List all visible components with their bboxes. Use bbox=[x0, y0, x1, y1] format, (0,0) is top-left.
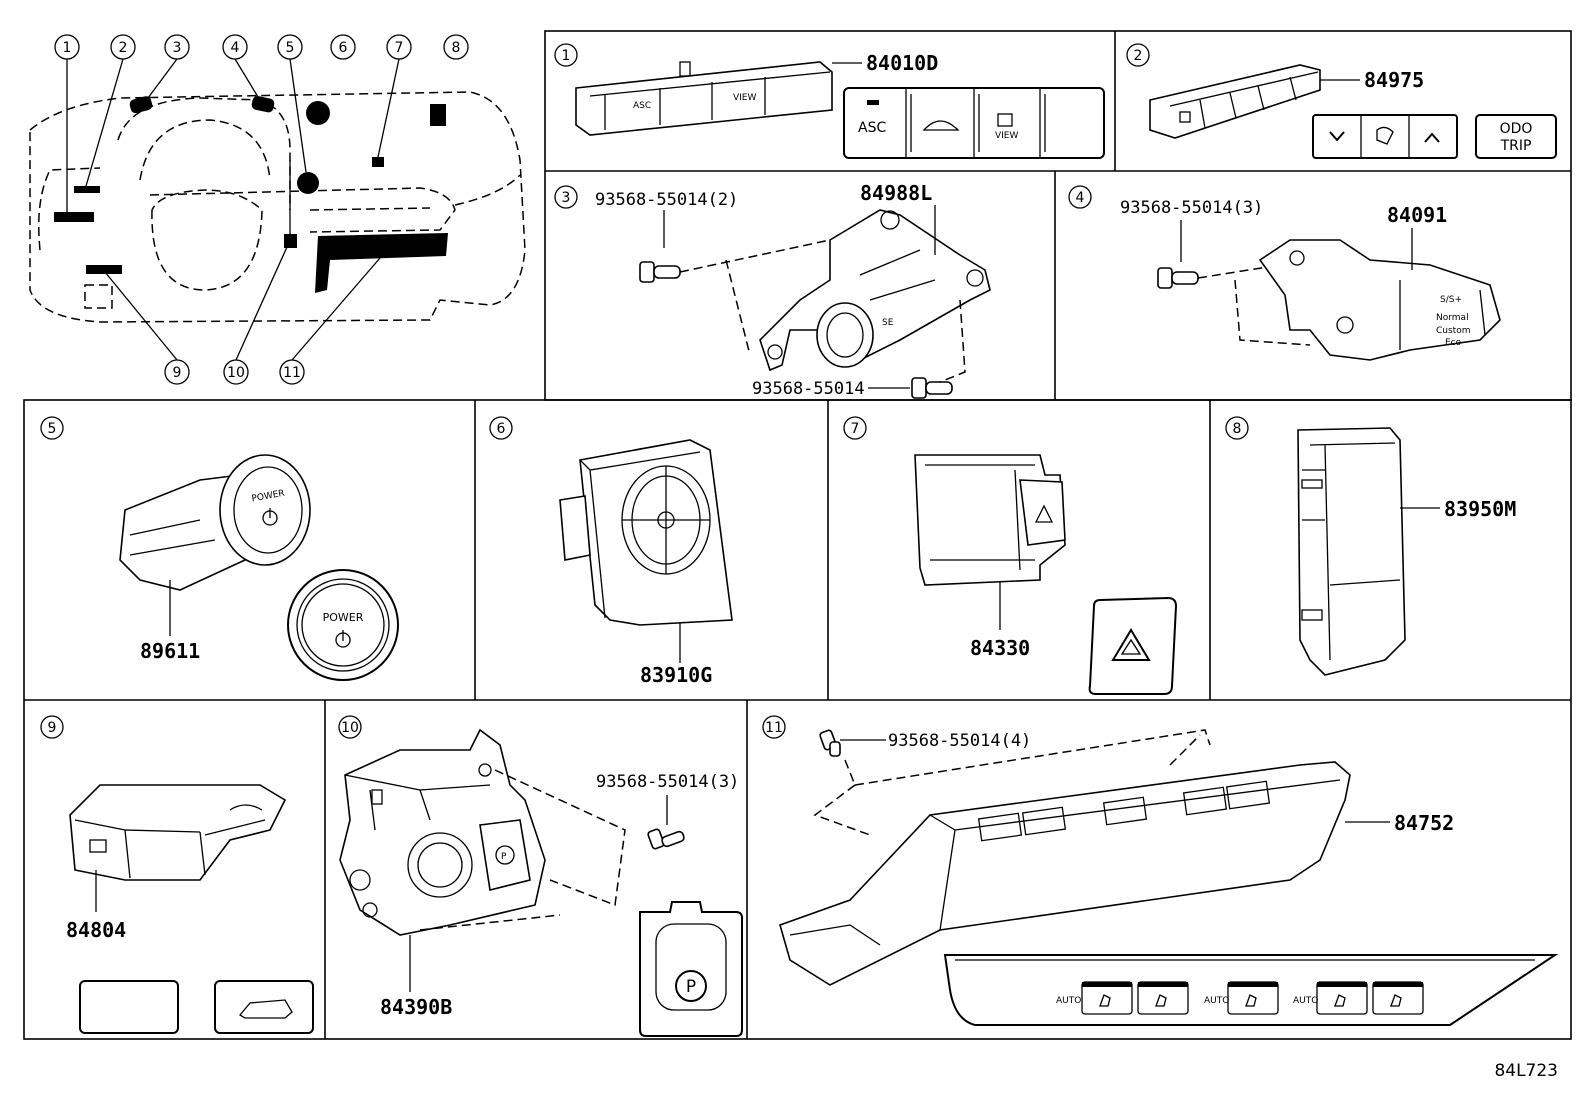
asc-label: ASC bbox=[858, 120, 886, 136]
svg-text:1: 1 bbox=[562, 48, 571, 64]
svg-text:3: 3 bbox=[562, 190, 571, 206]
part-label-93568-55014-4: 93568-55014(4) bbox=[888, 731, 1031, 751]
dashboard-overview: 1 2 3 4 5 6 7 8 9 10 11 bbox=[29, 34, 526, 385]
overview-callout-9: 9 bbox=[164, 359, 190, 385]
rear-hatch-button bbox=[214, 980, 314, 1034]
panel-2: 2 84975 ODO TRIP bbox=[1126, 43, 1557, 159]
svg-text:8: 8 bbox=[452, 40, 461, 56]
svg-text:10: 10 bbox=[341, 720, 359, 736]
svg-text:S/S+: S/S+ bbox=[1440, 295, 1462, 305]
svg-text:6: 6 bbox=[339, 40, 348, 56]
svg-text:11: 11 bbox=[765, 720, 783, 736]
seat-button-row-upper bbox=[977, 780, 1271, 842]
svg-text:8: 8 bbox=[1233, 421, 1242, 437]
overview-callout-6: 6 bbox=[330, 34, 356, 60]
svg-text:ASC: ASC bbox=[633, 101, 651, 111]
part-label-84988L: 84988L bbox=[860, 181, 932, 205]
overview-callout-7: 7 bbox=[386, 34, 412, 60]
bolt-icon bbox=[819, 729, 841, 757]
bolt-icon bbox=[911, 377, 953, 399]
svg-text:Normal: Normal bbox=[1436, 313, 1469, 323]
svg-text:AUTO: AUTO bbox=[1293, 996, 1318, 1006]
part-label-84390B: 84390B bbox=[380, 995, 452, 1019]
bolt-icon bbox=[639, 261, 681, 283]
svg-text:11: 11 bbox=[283, 365, 301, 381]
svg-text:9: 9 bbox=[48, 720, 57, 736]
seat-switch-face: AUTO AUTO AUTO bbox=[943, 954, 1559, 1026]
svg-text:POWER: POWER bbox=[323, 611, 364, 624]
panel-3: 3 93568-55014(2) 84988L SE 93568-55014 bbox=[554, 181, 991, 399]
svg-text:AUTO: AUTO bbox=[1204, 996, 1229, 1006]
panel-1: 1 ASC VIEW 84010D ASC VIEW bbox=[554, 43, 1105, 159]
panel-grid bbox=[23, 30, 1572, 1040]
svg-text:1: 1 bbox=[63, 40, 72, 56]
svg-text:VIEW: VIEW bbox=[733, 93, 756, 103]
part-label-84091: 84091 bbox=[1387, 203, 1447, 227]
part-label-93568-55014-3: 93568-55014(3) bbox=[1120, 198, 1263, 218]
svg-text:Eco: Eco bbox=[1445, 338, 1462, 348]
panel-5: 5 POWER 89611 POWER bbox=[40, 416, 399, 681]
part-label-84804: 84804 bbox=[66, 918, 126, 942]
panel-11: 11 93568-55014(4) 84752 AUTO AUT bbox=[762, 715, 1559, 1026]
svg-text:P: P bbox=[686, 977, 696, 997]
panel-9: 9 84804 bbox=[40, 715, 314, 1034]
svg-text:4: 4 bbox=[231, 40, 240, 56]
svg-text:2: 2 bbox=[1134, 48, 1143, 64]
overview-callout-10: 10 bbox=[223, 359, 249, 385]
overview-callout-3: 3 bbox=[164, 34, 190, 60]
part-label-84752: 84752 bbox=[1394, 811, 1454, 835]
part-label-89611: 89611 bbox=[140, 639, 200, 663]
overview-callouts: 1 2 3 4 5 6 7 8 9 10 11 bbox=[54, 34, 469, 385]
bolt-icon bbox=[1157, 267, 1199, 289]
panel-6: 6 83910G bbox=[489, 416, 733, 687]
svg-text:SE: SE bbox=[882, 318, 894, 328]
overview-callout-1: 1 bbox=[54, 34, 80, 60]
svg-text:4: 4 bbox=[1076, 190, 1085, 206]
svg-text:7: 7 bbox=[851, 421, 860, 437]
switch-face-2 bbox=[1312, 114, 1458, 159]
svg-text:P: P bbox=[501, 852, 507, 862]
svg-text:6: 6 bbox=[497, 421, 506, 437]
part-label-84975: 84975 bbox=[1364, 68, 1424, 92]
panel-7: 7 84330 bbox=[843, 416, 1178, 695]
diagram-code: 84L723 bbox=[1494, 1061, 1558, 1081]
trip-label: TRIP bbox=[1500, 138, 1532, 154]
overview-callout-8: 8 bbox=[443, 34, 469, 60]
part-label-83950M: 83950M bbox=[1444, 497, 1516, 521]
hazard-button bbox=[1088, 596, 1178, 695]
svg-text:3: 3 bbox=[173, 40, 182, 56]
svg-text:10: 10 bbox=[227, 365, 245, 381]
svg-text:5: 5 bbox=[286, 40, 295, 56]
power-button: POWER bbox=[287, 569, 399, 681]
part-label-93568-55014-2: 93568-55014(2) bbox=[595, 190, 738, 210]
part-label-83910G: 83910G bbox=[640, 663, 712, 687]
odo-trip-button bbox=[1475, 114, 1557, 159]
svg-text:2: 2 bbox=[119, 40, 128, 56]
overview-callout-11: 11 bbox=[279, 359, 305, 385]
overview-callout-5: 5 bbox=[277, 34, 303, 60]
view-label: VIEW bbox=[995, 131, 1018, 141]
odo-label: ODO bbox=[1500, 121, 1533, 137]
svg-text:5: 5 bbox=[48, 421, 57, 437]
bolt-icon bbox=[647, 828, 685, 850]
part-label-84010D: 84010D bbox=[866, 51, 938, 75]
overview-callout-4: 4 bbox=[222, 34, 248, 60]
panel-10: 10 P 93568-55014(3) 84390B P bbox=[338, 715, 743, 1037]
part-label-93568-55014: 93568-55014 bbox=[752, 379, 865, 399]
auto-label: AUTO bbox=[1056, 996, 1081, 1006]
panel-4: 4 93568-55014(3) 84091 S/S+ Normal Custo… bbox=[1068, 185, 1501, 361]
panel-8: 8 83950M bbox=[1225, 416, 1516, 676]
part-label-84330: 84330 bbox=[970, 636, 1030, 660]
part-label-93568-55014-3b: 93568-55014(3) bbox=[596, 772, 739, 792]
svg-text:9: 9 bbox=[173, 365, 182, 381]
blank-switch-face bbox=[79, 980, 179, 1034]
svg-text:Custom: Custom bbox=[1436, 326, 1470, 336]
overview-callout-2: 2 bbox=[110, 34, 136, 60]
parking-brake-button: P bbox=[639, 901, 743, 1037]
svg-text:7: 7 bbox=[395, 40, 404, 56]
